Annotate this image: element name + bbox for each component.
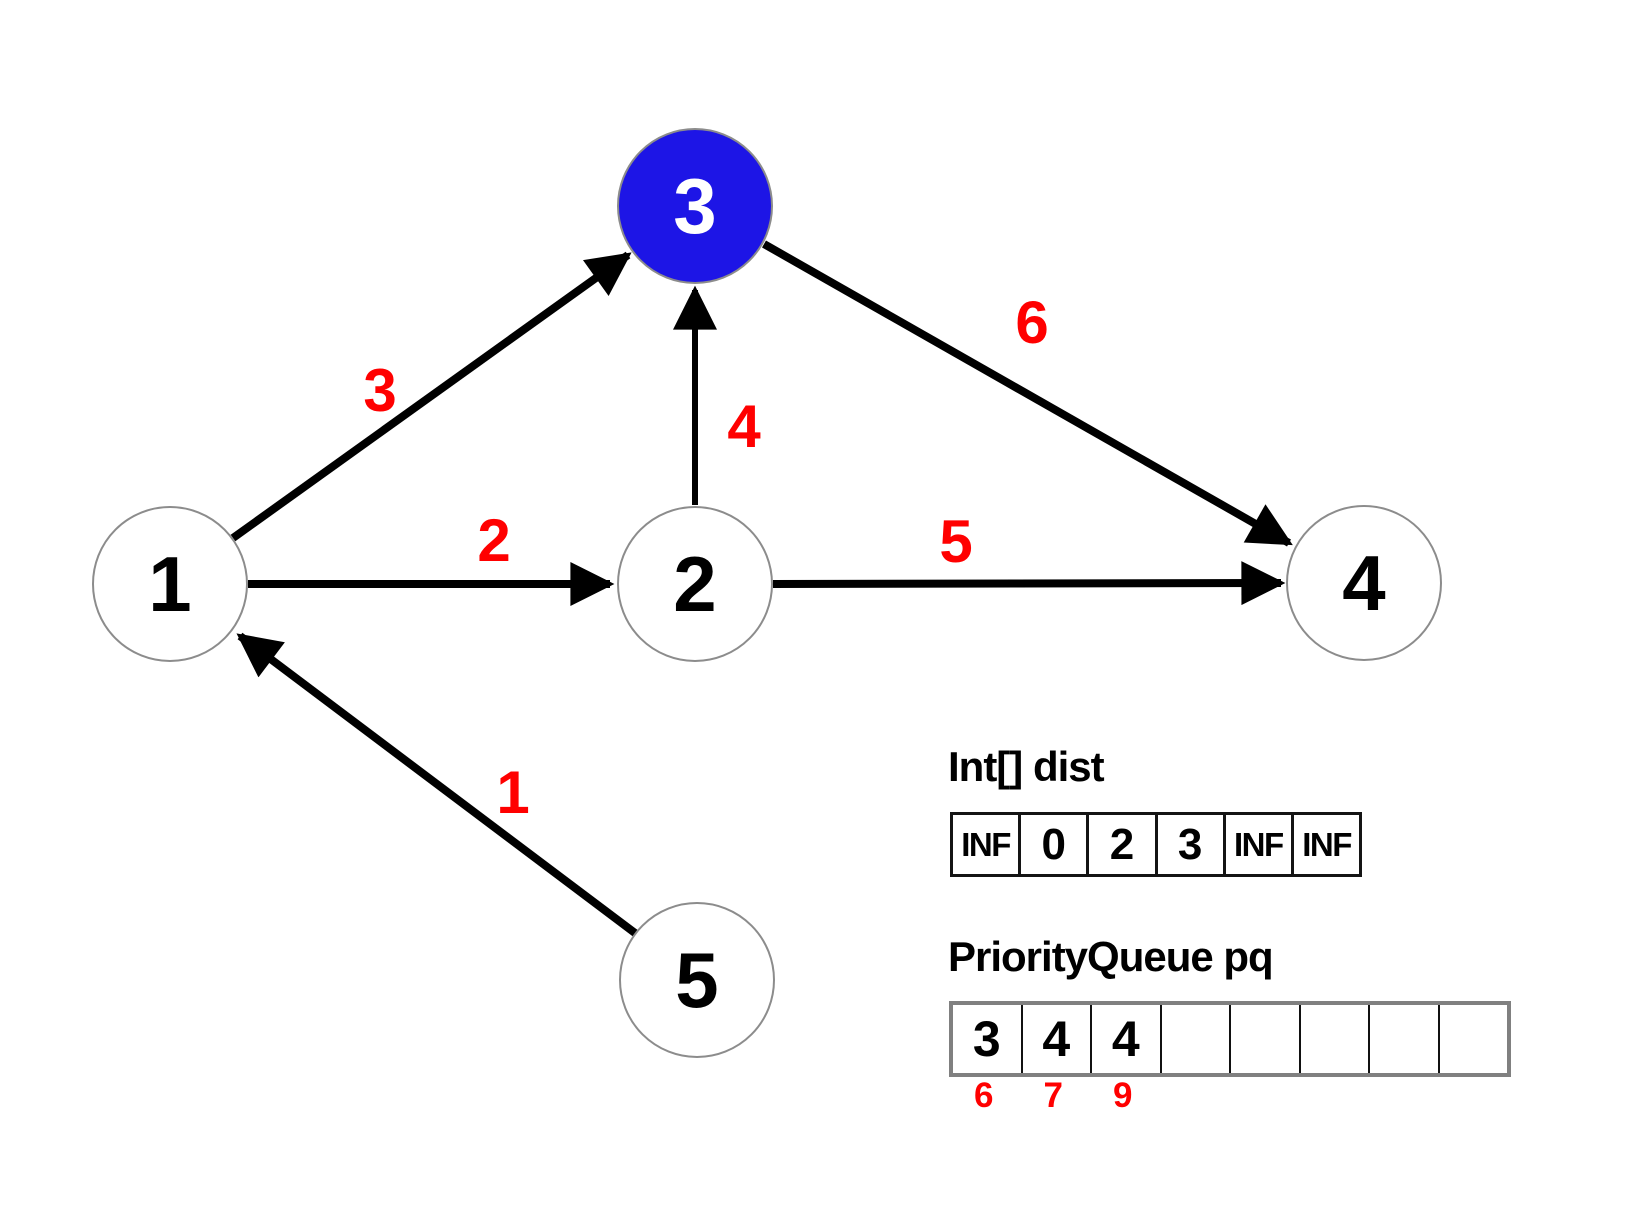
node-5: 5: [619, 902, 775, 1058]
dist-cell-5: INF: [1302, 825, 1352, 863]
node-1: 1: [92, 506, 248, 662]
edge-1-3: [230, 251, 632, 542]
edge-weight-1-3: 3: [363, 357, 397, 424]
pq-cell-5: [1301, 1005, 1370, 1073]
pq-priority-annotations: 6 7 9: [949, 1078, 1158, 1113]
priority-queue-title: PriorityQueue pq: [948, 933, 1274, 980]
dist-cell-4: INF: [1226, 815, 1294, 874]
pq-annotation-0: 6: [974, 1076, 994, 1115]
pq-cell-0: 3: [953, 1005, 1023, 1073]
dist-cell-0: INF: [953, 815, 1022, 874]
edge-2-4: [772, 561, 1286, 606]
pq-annotation-1: 7: [1043, 1076, 1063, 1115]
edge-weight-5-1: 1: [496, 759, 530, 826]
dist-cell-1: 0: [1021, 815, 1090, 874]
pq-annotation-2: 9: [1113, 1076, 1133, 1115]
dist-array-title: Int[] dist: [948, 743, 1105, 790]
dist-cell-3: 3: [1158, 815, 1226, 874]
node-3-highlighted: 3: [617, 128, 773, 284]
edge-3-4: [762, 240, 1293, 547]
pq-cell-2: 4: [1092, 1005, 1162, 1073]
pq-cell-7: [1440, 1005, 1508, 1073]
edge-weight-2-4: 5: [939, 508, 973, 575]
dist-array: INF 0 2 3 INF INF: [950, 812, 1363, 877]
pq-cell-3: [1162, 1005, 1231, 1073]
pq-cell-6: [1370, 1005, 1440, 1073]
dist-cell-2: 2: [1089, 815, 1158, 874]
edge-weight-1-2: 2: [477, 507, 511, 574]
node-2: 2: [617, 506, 773, 662]
pq-cell-1: 4: [1023, 1005, 1092, 1073]
edge-weight-2-3: 4: [727, 393, 761, 460]
edge-5-1: [236, 632, 638, 937]
priority-queue-array: 3 4 4: [949, 1001, 1511, 1077]
edge-weight-3-4: 6: [1015, 289, 1049, 356]
node-4: 4: [1286, 505, 1442, 661]
pq-cell-4: [1231, 1005, 1301, 1073]
